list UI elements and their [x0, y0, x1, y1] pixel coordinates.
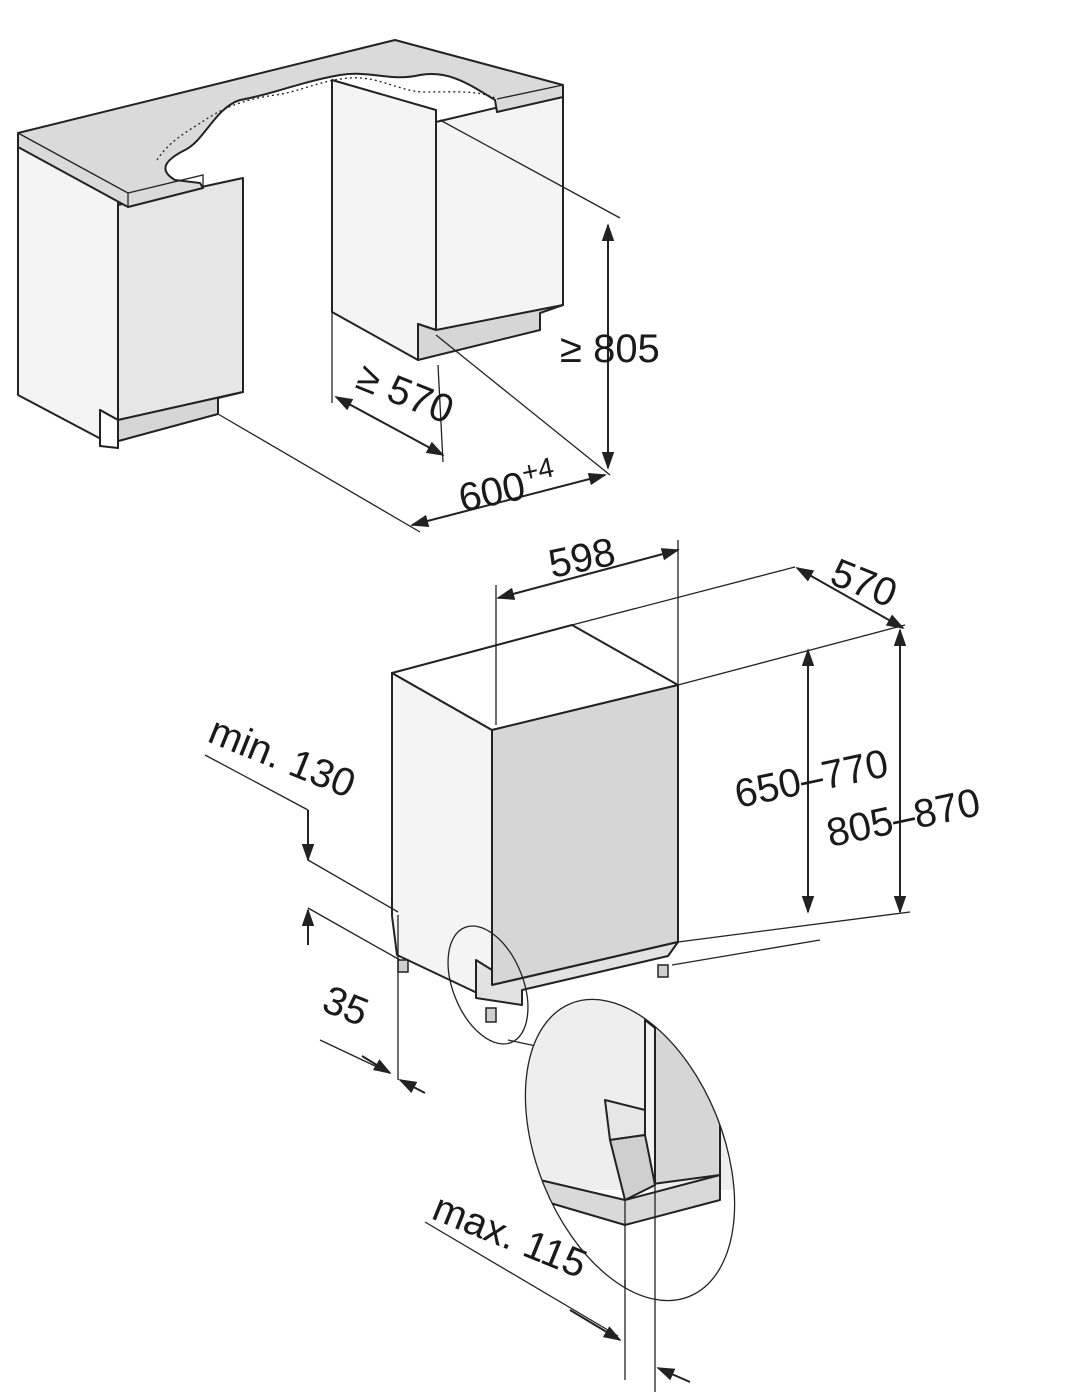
appliance-depth-label: 570: [825, 551, 903, 617]
worktop: [17, 39, 564, 208]
plinth-depth-arrow-left: [361, 1055, 392, 1074]
appliance-door: [491, 684, 679, 986]
appliance-width-dimension-line: [496, 548, 680, 600]
overhang-arrow-left: [569, 1309, 622, 1341]
niche-width-value: 600: [455, 464, 529, 521]
niche-height-label: ≥ 805: [560, 327, 660, 371]
width-extension-right: [435, 334, 611, 476]
appliance-depth-dimension-line: [795, 567, 905, 629]
detail-magnifier-outline: [524, 998, 736, 1302]
niche-width-tolerance: +4: [519, 451, 557, 488]
niche-width-label: 600+4: [453, 451, 560, 520]
niche-depth-label: ≥ 570: [351, 355, 460, 433]
height-extension-top: [439, 119, 621, 219]
appliance-base: [475, 941, 679, 1006]
appliance-illustration: 598 570 650–770 805–870 min. 130 35: [203, 530, 984, 1094]
plinth-depth-label: 35: [317, 978, 375, 1035]
niche-depth-dimension-line: [334, 396, 445, 456]
niche-illustration: ≥ 805 ≥ 570 600+4: [17, 39, 660, 533]
overhang-arrow-right: [656, 1367, 691, 1383]
right-cabinet: [331, 79, 564, 361]
appliance-width-label: 598: [545, 530, 619, 587]
left-cabinet: [17, 139, 244, 449]
niche-width-dimension-line: [410, 472, 607, 528]
appliance-feet: [397, 959, 669, 1023]
detail-callout-circle: [447, 925, 529, 1045]
plinth-height-label: min. 130: [203, 709, 362, 807]
width-extension-left: [217, 413, 421, 533]
plinth-depth-arrow-right: [398, 1079, 426, 1094]
